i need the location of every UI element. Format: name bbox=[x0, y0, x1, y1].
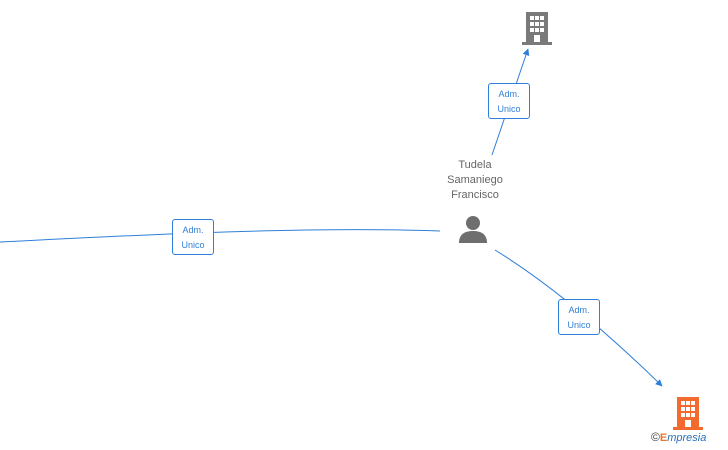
edge-label-left[interactable]: Adm. Unico bbox=[172, 219, 214, 255]
edge-label-left-line-1: Adm. bbox=[182, 225, 204, 235]
building-icon bbox=[673, 397, 703, 430]
person-icon bbox=[459, 216, 487, 243]
edge-label-bottom-line-2: Unico bbox=[567, 320, 591, 330]
edge-left-to-person[interactable] bbox=[0, 229, 441, 243]
person-name-line-2: Samaniego bbox=[447, 174, 503, 186]
edge-label-left-line-2: Unico bbox=[181, 240, 205, 250]
person-name-line-1: Tudela bbox=[458, 159, 492, 171]
edge-label-top-line-1: Adm. bbox=[498, 89, 520, 99]
building-icon bbox=[522, 12, 552, 45]
company-highlight-node[interactable] bbox=[673, 396, 703, 435]
edge-label-top[interactable]: Adm. Unico bbox=[488, 83, 530, 119]
empresia-watermark: ©Empresia bbox=[651, 430, 706, 444]
person-name-line-3: Francisco bbox=[451, 189, 499, 201]
edge-label-top-line-2: Unico bbox=[497, 104, 521, 114]
person-node[interactable] bbox=[458, 214, 488, 249]
copyright-symbol: © bbox=[651, 430, 660, 444]
person-name[interactable]: Tudela Samaniego Francisco bbox=[420, 158, 530, 203]
edge-label-bottom[interactable]: Adm. Unico bbox=[558, 299, 600, 335]
brand-initial: E bbox=[659, 432, 668, 444]
company-top-node[interactable] bbox=[522, 11, 552, 50]
edge-label-bottom-line-1: Adm. bbox=[568, 305, 590, 315]
brand-rest: mpresia bbox=[667, 432, 707, 444]
